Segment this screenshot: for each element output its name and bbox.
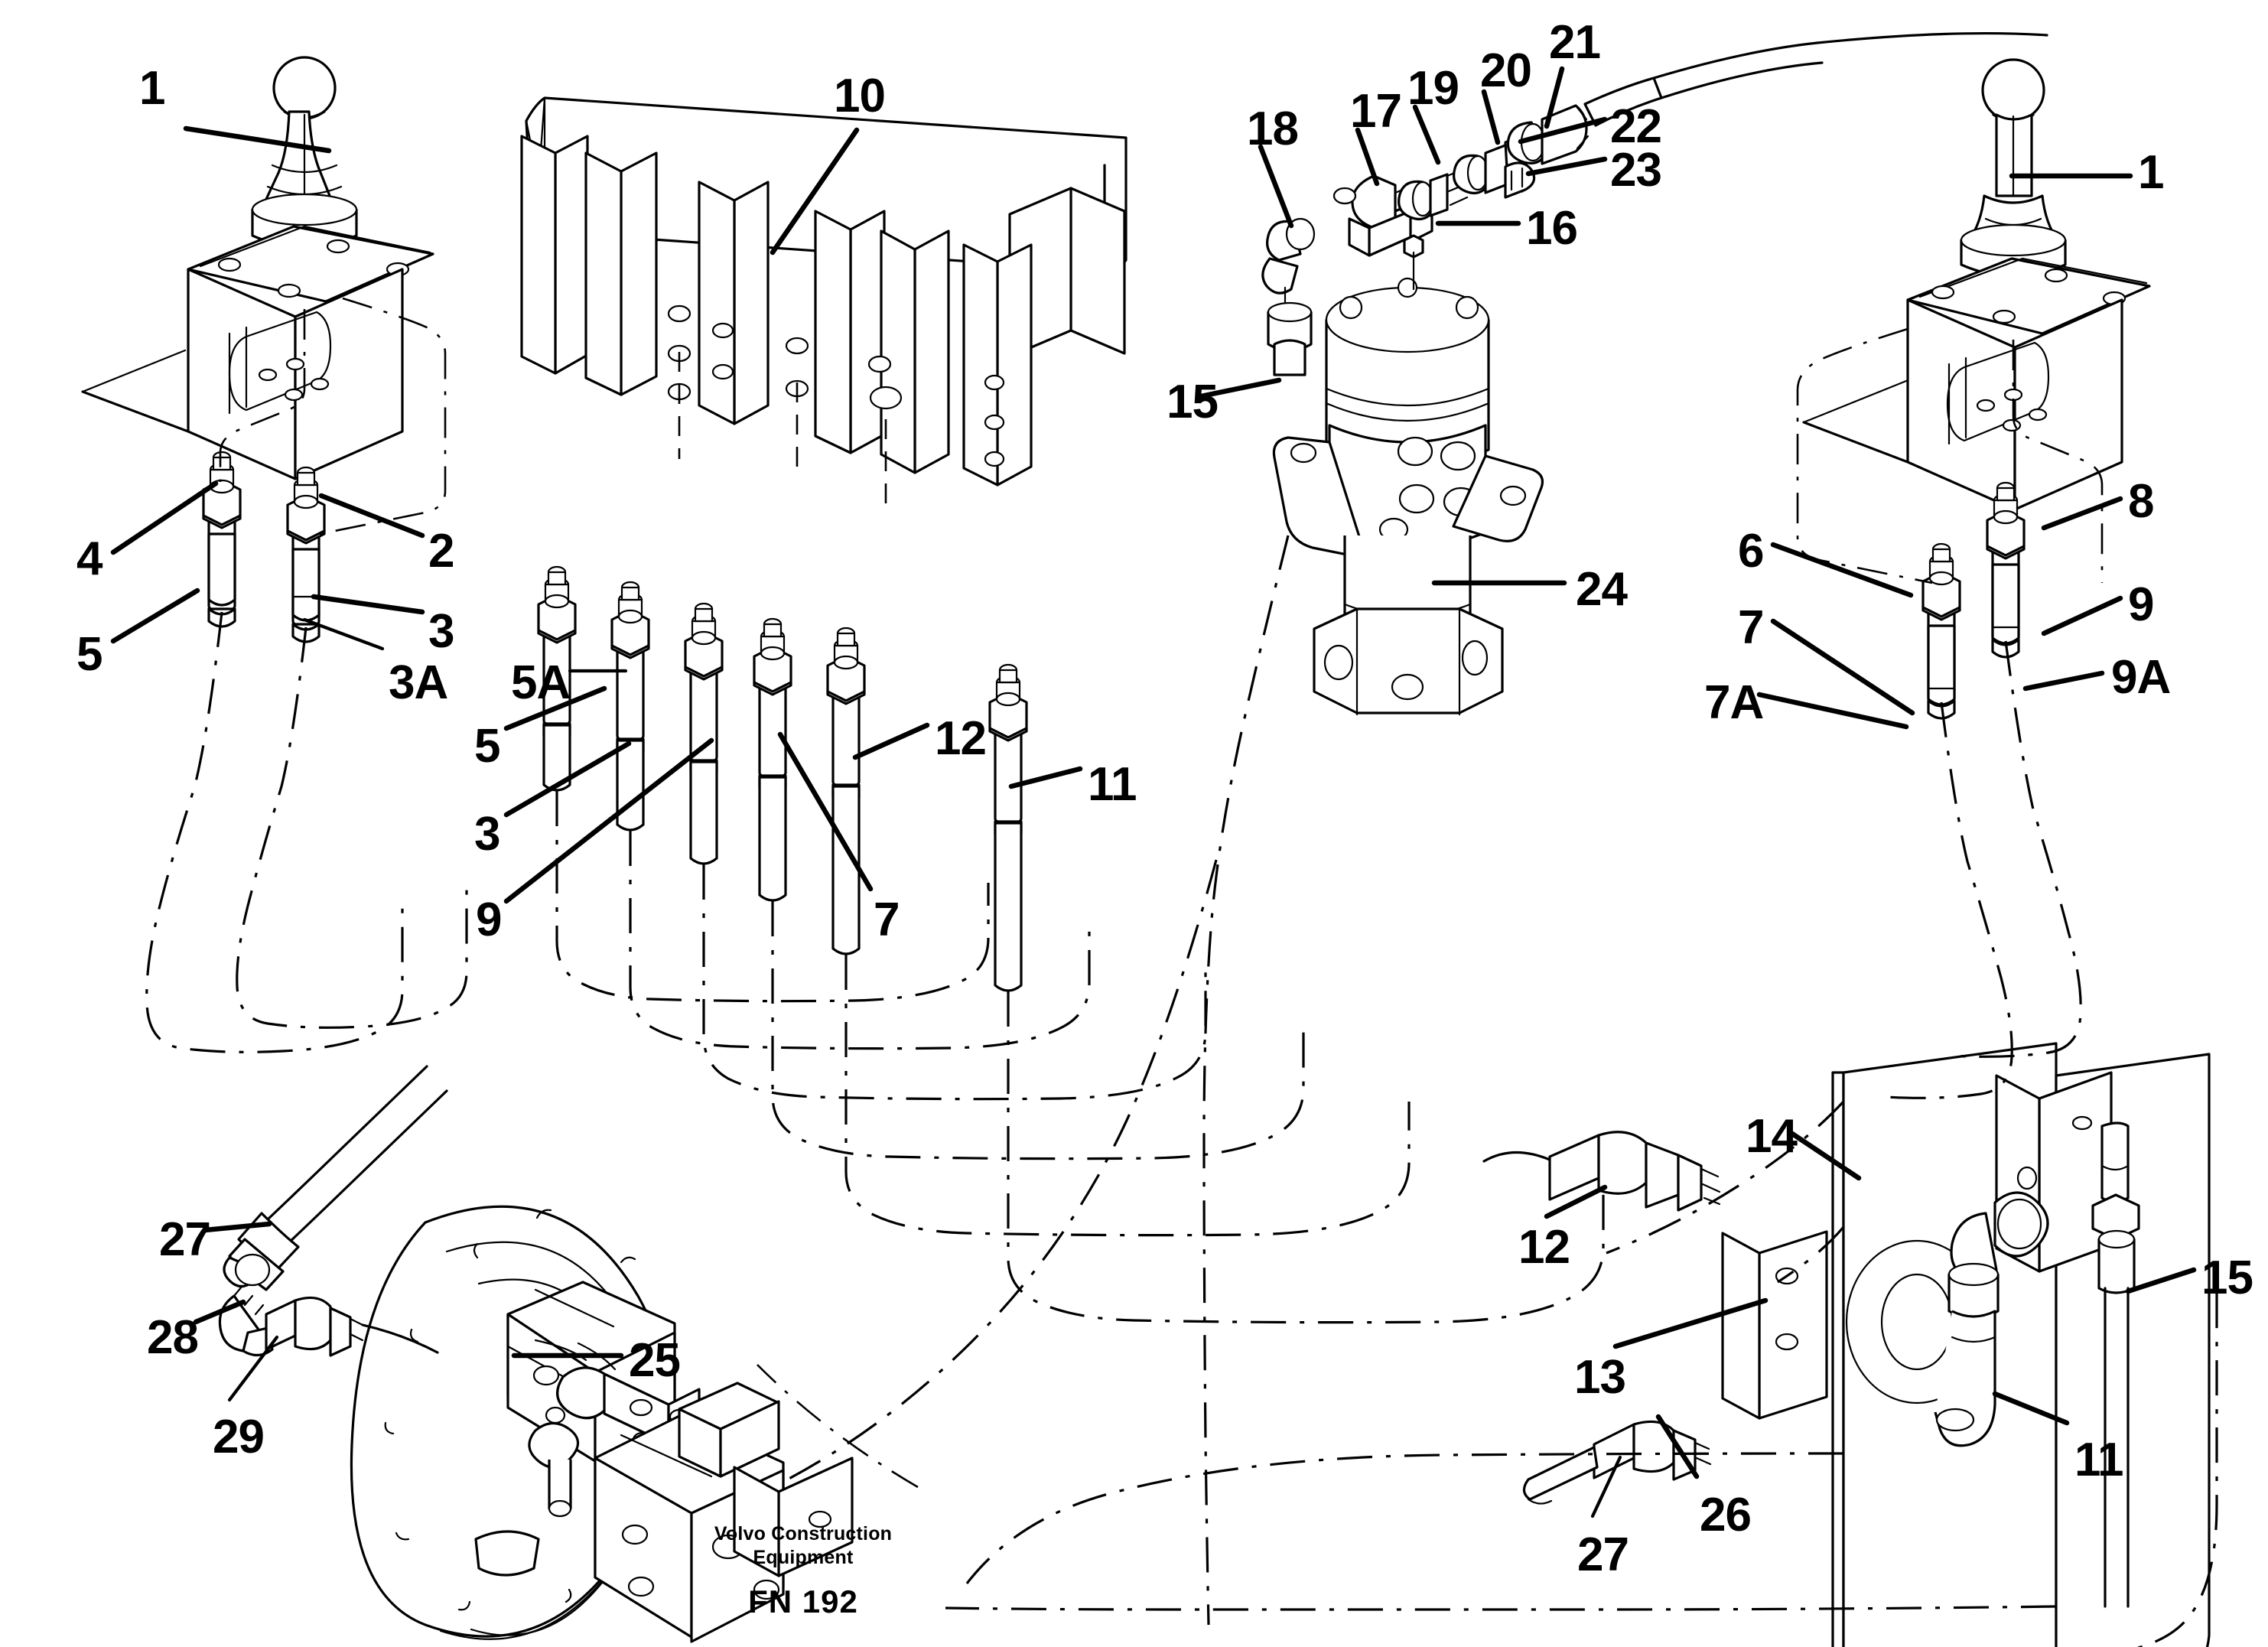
misc-outlines: [757, 1071, 1845, 1647]
valve-hose-fittings: [537, 565, 1028, 992]
callout-15-right: 15: [2201, 1252, 2253, 1304]
callout-5a: 5A: [511, 656, 571, 709]
callout-7-right: 7: [1738, 601, 1764, 654]
callout-5-left: 5: [76, 628, 102, 681]
brand-line-1: Volvo Construction: [714, 1523, 893, 1544]
callout-3-left: 3: [428, 605, 454, 658]
callout-13: 13: [1574, 1351, 1626, 1404]
callout-22: 22: [1610, 100, 1662, 153]
callout-23: 23: [1610, 144, 1662, 197]
callout-20: 20: [1480, 44, 1532, 97]
callout-14: 14: [1746, 1110, 1798, 1163]
callout-2: 2: [428, 525, 454, 578]
callout-12-mid: 12: [935, 712, 987, 765]
leader-lines: [110, 66, 2197, 1518]
callout-1-left: 1: [139, 62, 165, 115]
callout-27-right: 27: [1577, 1528, 1629, 1581]
control-valve-block: [520, 96, 1127, 511]
callout-1-right: 1: [2138, 146, 2164, 199]
callout-16: 16: [1526, 202, 1578, 255]
callout-9-right: 9: [2128, 578, 2154, 631]
callout-4: 4: [76, 532, 102, 585]
callout-11-right: 11: [2074, 1434, 2124, 1486]
callout-21: 21: [1549, 16, 1601, 69]
callout-9-mid: 9: [476, 893, 502, 946]
left-joystick-assembly: [81, 56, 434, 480]
callout-28: 28: [147, 1311, 199, 1364]
callout-9a: 9A: [2111, 651, 2171, 704]
callout-10: 10: [834, 70, 886, 122]
callout-26: 26: [1700, 1489, 1752, 1541]
callout-27-left: 27: [159, 1213, 211, 1266]
callout-7a: 7A: [1704, 676, 1764, 729]
callout-25: 25: [629, 1334, 681, 1387]
callout-12-right: 12: [1518, 1221, 1570, 1274]
callout-3a: 3A: [389, 656, 448, 709]
right-hose-fittings: [1921, 481, 2026, 720]
hose-routing-lines: [145, 31, 2218, 1647]
bottom-right-assembly: [1482, 1042, 2211, 1647]
callout-8: 8: [2128, 475, 2154, 528]
swivel-joint-24: [1272, 277, 1544, 716]
fitting-train-top: [1261, 41, 1824, 376]
callout-29: 29: [213, 1411, 265, 1463]
callout-24: 24: [1576, 563, 1628, 616]
plate-code: FN 192: [748, 1584, 858, 1619]
right-joystick-assembly: [1802, 58, 2151, 511]
callout-19: 19: [1407, 62, 1459, 115]
callout-3-mid: 3: [474, 808, 500, 861]
callout-18: 18: [1247, 103, 1299, 155]
footer-brand-block: Volvo Construction Equipment FN 192: [673, 1522, 933, 1619]
callout-15-swivel: 15: [1167, 376, 1219, 428]
callout-11-mid: 11: [1088, 758, 1137, 811]
callout-5-mid: 5: [474, 720, 500, 773]
hydraulic-pump-25: [350, 1205, 854, 1643]
callout-7-mid: 7: [874, 893, 900, 946]
callout-17: 17: [1350, 85, 1402, 138]
callout-6: 6: [1738, 525, 1764, 578]
brand-line-2: Equipment: [753, 1546, 854, 1568]
